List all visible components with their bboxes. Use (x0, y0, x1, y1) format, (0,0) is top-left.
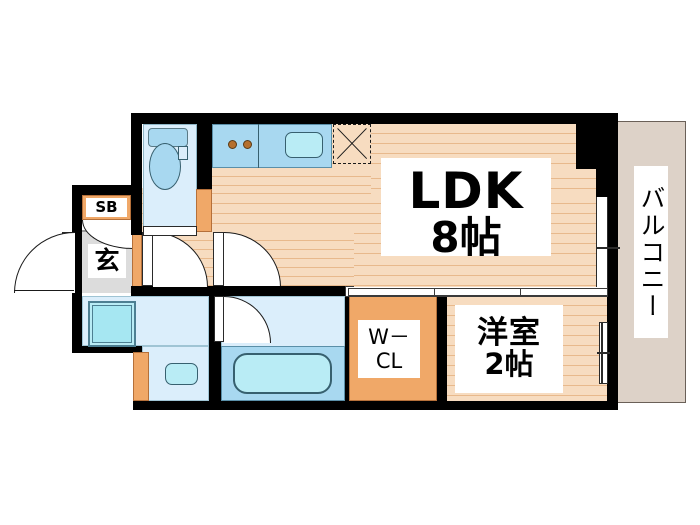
bathroom-door-leaf (214, 296, 224, 342)
washitsu-window-center (597, 352, 610, 354)
ldk-wall-bottom-left (221, 286, 345, 296)
washitsu-size: 2帖 (484, 347, 534, 382)
balcony-label: バルコニー (634, 166, 668, 338)
entrance-door-threshold (14, 290, 74, 292)
washroom-closet-strip (133, 352, 149, 401)
ldk-floor-lower-strip (354, 256, 596, 287)
exterior-wall-right (607, 113, 618, 410)
hall-closet-strip-2 (132, 232, 142, 290)
entrance-door-arc (14, 232, 75, 293)
washitsu-title: 洋室 (477, 315, 541, 352)
exterior-wall-left-sb (72, 185, 82, 232)
exterior-wall-left-upper (131, 113, 142, 188)
ldk-balcony-door-sill (596, 247, 620, 249)
kitchen-floor-strip (212, 168, 371, 188)
ldk-partition-panel-3 (520, 288, 608, 296)
exterior-wall-left-genkan (72, 225, 82, 293)
ldk-partition-panel-2 (434, 288, 522, 296)
exterior-wall-top (131, 113, 618, 124)
toilet-door-leaf (143, 226, 197, 236)
ldk-partition-panel-1 (348, 288, 436, 296)
washing-machine-inner (92, 305, 132, 343)
ldk-balcony-door-opening (596, 197, 608, 287)
hall-wall-genkan-side (131, 185, 142, 235)
hall-door-2-leaf (213, 232, 224, 286)
hall-wall-stub-right (209, 286, 221, 296)
balcony-rail-gap (616, 114, 686, 122)
kitchen-sink (285, 132, 323, 158)
balcony-rail-gap-bottom (616, 402, 686, 410)
ldk-mid-wall-right (596, 169, 608, 197)
ldk-label-box: LDK 8帖 (381, 158, 551, 268)
ldk-size: 8帖 (430, 213, 502, 263)
vanity-sink (165, 363, 198, 385)
shoebox-label: SB (86, 198, 127, 217)
wcl-line-2: CL (375, 349, 403, 373)
genkan-label: 玄 (88, 244, 126, 278)
kitchen-counter-divider (258, 124, 260, 168)
ldk-title: LDK (408, 162, 524, 221)
wcl-label-box: W－ CL (358, 320, 420, 378)
exterior-wall-sb-top (72, 185, 142, 195)
washitsu-label-box: 洋室 2帖 (455, 305, 563, 393)
hall-closet-strip (196, 189, 212, 232)
wcl-line-1: W－ (368, 324, 410, 349)
bathtub (233, 353, 332, 394)
ldk-upper-wall-right (576, 113, 608, 169)
toilet-bowl (149, 143, 181, 190)
toilet-lever (178, 146, 188, 160)
stove-burner-left (228, 140, 237, 149)
exterior-wall-bath-step (72, 344, 142, 353)
exterior-wall-bottom (133, 400, 618, 410)
exterior-wall-left-lower (72, 286, 82, 352)
stove-burner-right (243, 140, 252, 149)
hall-door-1-leaf (142, 232, 153, 286)
wcl-wall-right (437, 290, 447, 401)
